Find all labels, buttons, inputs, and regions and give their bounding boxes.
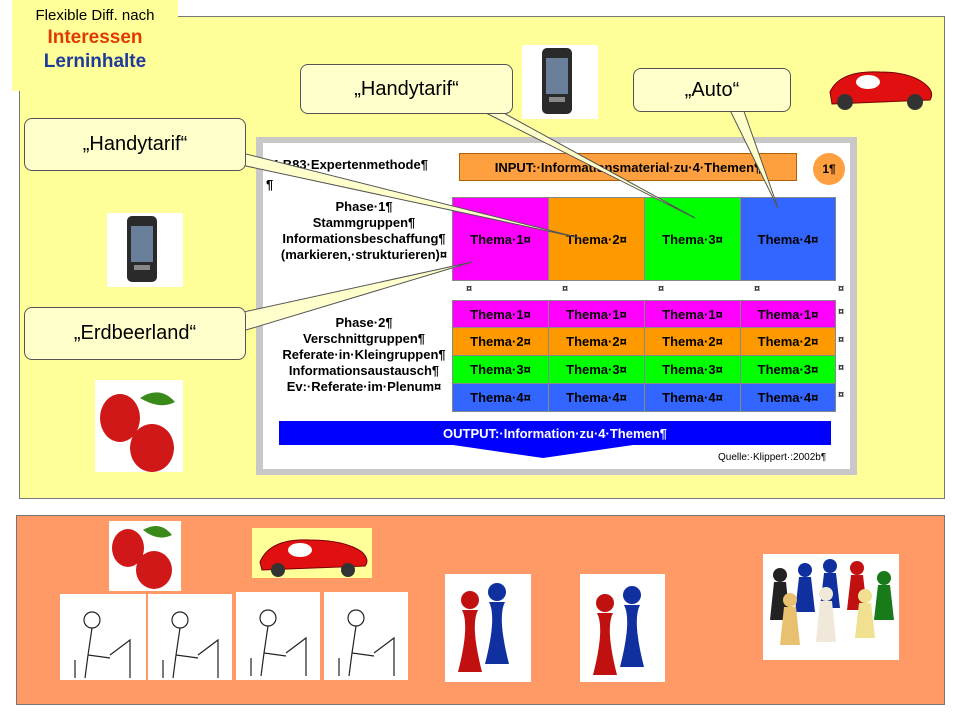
- row-end-mark-4: ¤: [838, 389, 845, 401]
- title-box: Flexible Diff. nach Interessen Lerninhal…: [12, 0, 178, 91]
- game-pieces-pair-2: [580, 574, 665, 682]
- phase1-cell-2: Thema·2¤: [548, 197, 645, 281]
- phase1-line1: Stammgruppen¶: [312, 215, 416, 230]
- phase2-label: Phase·2¶ Verschnittgruppen¶ Referate·in·…: [275, 315, 453, 395]
- phase2-cell-3-1: Thema·3¤: [452, 355, 549, 384]
- phase2-line4: Ev:·Referate·im·Plenum¤: [286, 379, 442, 394]
- car-image-top: [829, 71, 933, 110]
- output-arrow: OUTPUT:·Information·zu·4·Themen¶: [279, 421, 831, 445]
- doc-heading: K·B83·Expertenmethode¶: [269, 157, 428, 172]
- phase2-cell-1-2: Thema·1¤: [548, 300, 645, 328]
- phase2-cell-2-1: Thema·2¤: [452, 327, 549, 356]
- phase2-cell-3-3: Thema·3¤: [644, 355, 741, 384]
- game-pieces-pair-1: [445, 574, 531, 682]
- phase1-label: Phase·1¶ Stammgruppen¶ Informationsbesch…: [275, 199, 453, 263]
- phase2-cell-4-3: Thema·4¤: [644, 383, 741, 412]
- phase2-cell-4-1: Thema·4¤: [452, 383, 549, 412]
- phase2-cell-1-1: Thema·1¤: [452, 300, 549, 328]
- phase2-line2: Referate·in·Kleingruppen¶: [282, 347, 446, 362]
- phase2-cell-2-4: Thema·2¤: [740, 327, 836, 356]
- phase2-cell-4-4: Thema·4¤: [740, 383, 836, 412]
- game-pieces-group: [763, 554, 899, 660]
- callout-auto: „Auto“: [633, 68, 791, 112]
- strawberry-image-left: [95, 380, 183, 472]
- phase1-cell-3: Thema·3¤: [644, 197, 741, 281]
- strawberry-image-bottom: [109, 521, 181, 591]
- phase2-cell-4-2: Thema·4¤: [548, 383, 645, 412]
- car-image-bottom: [252, 528, 372, 578]
- phase2-title: Phase·2¶: [335, 315, 393, 330]
- phase2-cell-2-2: Thema·2¤: [548, 327, 645, 356]
- phase1-line2: Informationsbeschaffung¶: [282, 231, 446, 246]
- callout-erdbeerland: „Erdbeerland“: [24, 307, 246, 360]
- spacer-mark-1: ¤: [466, 283, 473, 295]
- doc-source: Quelle:·Klippert·:2002b¶: [718, 452, 827, 463]
- row-end-mark-1: ¤: [838, 306, 845, 318]
- phase2-line3: Informationsaustausch¶: [288, 363, 440, 378]
- spacer-mark-4: ¤: [754, 283, 761, 295]
- page-number-badge: 1¶: [813, 153, 845, 185]
- input-arrow: INPUT:·Informationsmaterial·zu·4·Themen¶: [459, 153, 797, 181]
- spacer-mark-3: ¤: [658, 283, 665, 295]
- title-line2: Interessen: [47, 27, 143, 48]
- phone-image-top: [522, 45, 598, 119]
- row-end-mark-3: ¤: [838, 362, 845, 374]
- phase1-cell-4: Thema·4¤: [740, 197, 836, 281]
- worksheet-page: K·B83·Expertenmethode¶ ¶ INPUT:·Informat…: [263, 143, 850, 469]
- phone-image-left: [107, 213, 183, 287]
- title-line1: Flexible Diff. nach: [35, 7, 155, 24]
- callout-handytarif-top: „Handytarif“: [300, 64, 513, 114]
- student-drawings: [60, 592, 408, 680]
- callout-handytarif-left: „Handytarif“: [24, 118, 246, 171]
- row-end-mark-0: ¤: [838, 283, 845, 295]
- phase1-title: Phase·1¶: [335, 199, 393, 214]
- row-end-mark-2: ¤: [838, 334, 845, 346]
- phase1-line3: (markieren,·strukturieren)¤: [280, 247, 448, 262]
- output-arrow-tip: [453, 445, 633, 458]
- spacer-mark-2: ¤: [562, 283, 569, 295]
- phase2-line1: Verschnittgruppen¶: [302, 331, 426, 346]
- title-line3: Lerninhalte: [43, 51, 147, 72]
- doc-pilcrow: ¶: [266, 177, 274, 192]
